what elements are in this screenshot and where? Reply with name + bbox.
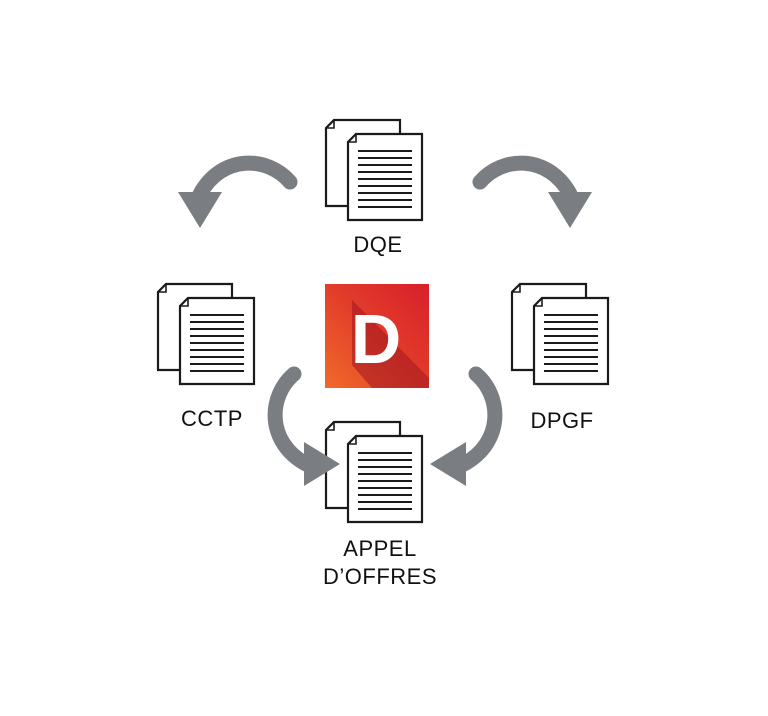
logo-d-icon: D [325,284,429,388]
appel-offres-label-line2: D’OFFRES [323,564,437,589]
appel-offres-document-icon [324,420,424,524]
dpgf-document-icon [510,282,610,386]
curved-arrow-icon-bottom-right [430,374,495,486]
curved-arrow-icon-top-right [480,163,592,228]
dqe-label: DQE [353,232,402,257]
appel-offres-label-line1: APPEL [343,536,416,561]
cctp-label: CCTP [181,406,243,431]
curved-arrow-icon-top-left [178,163,290,228]
logo-letter: D [351,300,402,378]
cctp-document-icon [156,282,256,386]
dqe-document-icon [324,118,424,222]
dpgf-label: DPGF [530,408,593,433]
